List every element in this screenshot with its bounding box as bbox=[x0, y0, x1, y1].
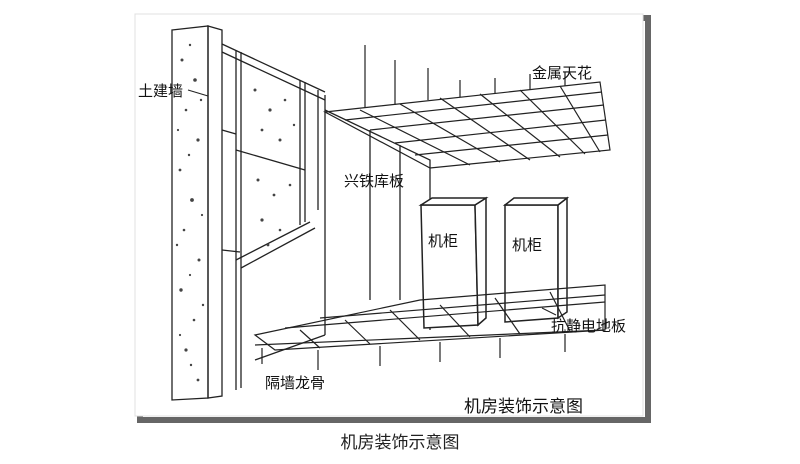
partition-keel-frame bbox=[221, 43, 326, 390]
caption: 机房装饰示意图 bbox=[340, 433, 460, 453]
label-partition-keel: 隔墙龙骨 bbox=[265, 374, 326, 392]
machine-room-sketch bbox=[134, 13, 651, 423]
label-metal-ceiling: 金属天花 bbox=[532, 64, 593, 82]
label-civil-wall: 土建墙 bbox=[138, 82, 184, 100]
inner-title: 机房装饰示意图 bbox=[464, 397, 583, 417]
label-cabinet-left: 机柜 bbox=[428, 232, 459, 250]
antistatic-floor bbox=[253, 284, 606, 370]
label-antistatic-floor: 抗静电地板 bbox=[551, 317, 627, 335]
cabinet-left bbox=[418, 196, 489, 329]
label-steel-panel: 兴铁库板 bbox=[344, 172, 405, 190]
civil-wall bbox=[171, 25, 223, 401]
metal-ceiling-grid bbox=[323, 45, 611, 169]
cabinet-right bbox=[502, 196, 570, 323]
leader-lines bbox=[187, 89, 557, 316]
label-cabinet-right: 机柜 bbox=[512, 236, 543, 254]
